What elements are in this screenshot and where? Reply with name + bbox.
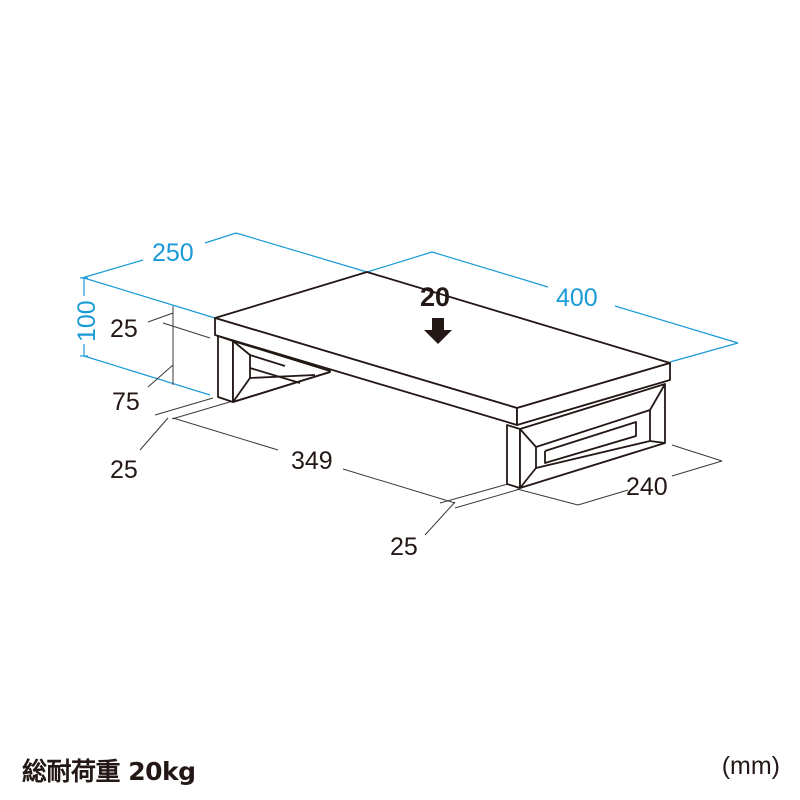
- dim-depth-label: 250: [152, 239, 194, 267]
- down-arrow-icon: [424, 318, 452, 344]
- top-side-edge: [516, 362, 671, 426]
- dim-top-thickness-label: 25: [110, 315, 138, 343]
- dim-leg-width-right-label: 25: [390, 533, 418, 561]
- dim-width-label: 400: [556, 284, 598, 312]
- unit-label: (mm): [721, 752, 780, 780]
- dim-height-label: 100: [73, 300, 101, 342]
- dim-leg-width-left-label: 25: [110, 456, 138, 484]
- dim-inner-span-label: 349: [291, 447, 333, 475]
- load-value-label: 20: [420, 282, 450, 312]
- black-dimension-lines: [139, 306, 723, 536]
- blue-dimension-lines: [80, 232, 739, 396]
- dim-leg-height-label: 75: [112, 388, 140, 416]
- dim-leg-depth-label: 240: [626, 473, 668, 501]
- left-leg-front: [217, 335, 234, 403]
- right-leg-front: [506, 424, 521, 489]
- stand-body: [214, 271, 671, 489]
- load-capacity-text: 総耐荷重 20kg: [22, 757, 196, 786]
